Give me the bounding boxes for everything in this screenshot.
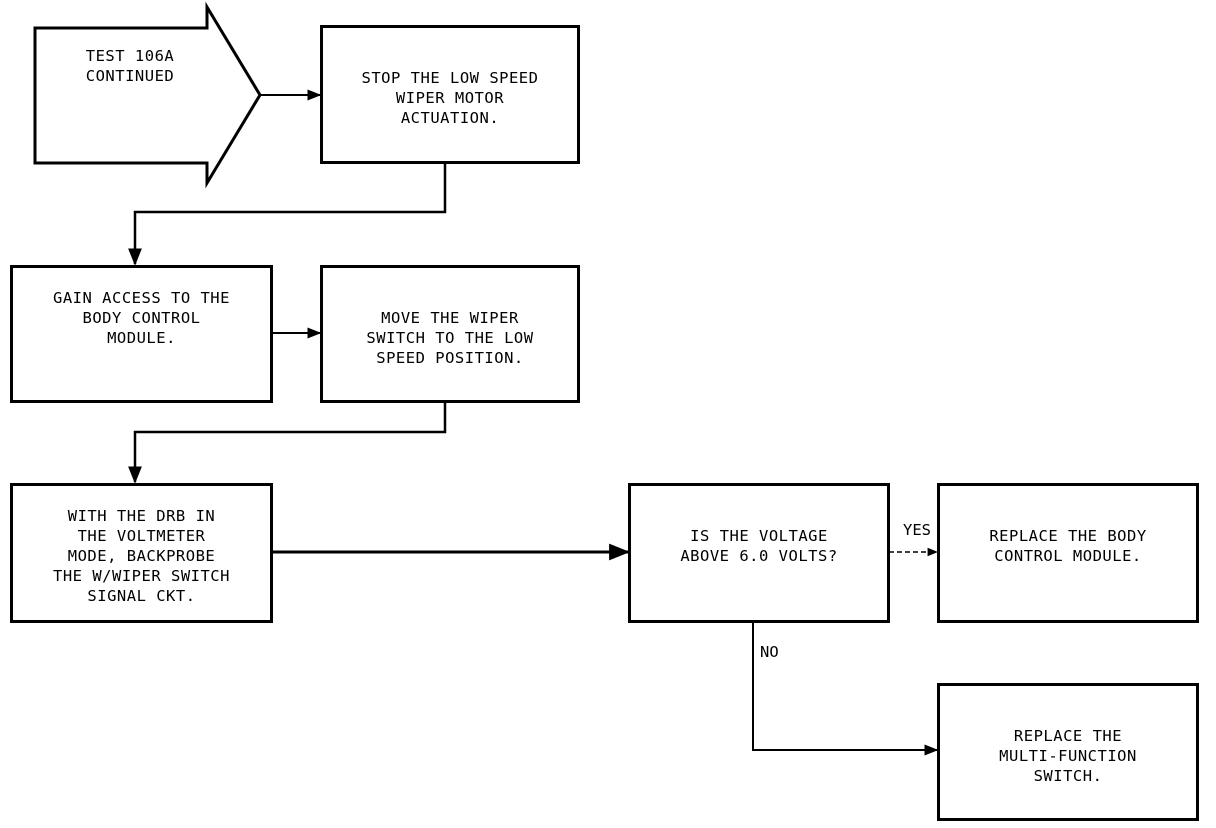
- decision-voltage: IS THE VOLTAGE ABOVE 6.0 VOLTS?: [628, 483, 890, 623]
- yes-label: YES: [903, 521, 931, 539]
- step-move-switch-text: MOVE THE WIPER SWITCH TO THE LOW SPEED P…: [366, 309, 534, 367]
- start-arrow-shape: [33, 1, 262, 189]
- start-label: TEST 106A CONTINUED: [85, 47, 175, 85]
- step-replace-bcm-text: REPLACE THE BODY CONTROL MODULE.: [989, 527, 1147, 565]
- step-gain-access: GAIN ACCESS TO THE BODY CONTROL MODULE.: [10, 265, 273, 403]
- step-move-switch: MOVE THE WIPER SWITCH TO THE LOW SPEED P…: [320, 265, 580, 403]
- step-replace-switch-text: REPLACE THE MULTI-FUNCTION SWITCH.: [999, 727, 1137, 785]
- step-replace-bcm: REPLACE THE BODY CONTROL MODULE.: [937, 483, 1199, 623]
- step-replace-switch: REPLACE THE MULTI-FUNCTION SWITCH.: [937, 683, 1199, 821]
- step-backprobe-text: WITH THE DRB IN THE VOLTMETER MODE, BACK…: [53, 507, 230, 605]
- step-gain-access-text: GAIN ACCESS TO THE BODY CONTROL MODULE.: [53, 289, 230, 347]
- step-backprobe: WITH THE DRB IN THE VOLTMETER MODE, BACK…: [10, 483, 273, 623]
- connector-no: [752, 622, 939, 756]
- step-stop-motor-text: STOP THE LOW SPEED WIPER MOTOR ACTUATION…: [361, 69, 539, 127]
- step-stop-motor: STOP THE LOW SPEED WIPER MOTOR ACTUATION…: [320, 25, 580, 164]
- no-label: NO: [760, 643, 779, 661]
- connector-stop-to-access: [128, 164, 447, 266]
- decision-voltage-text: IS THE VOLTAGE ABOVE 6.0 VOLTS?: [680, 527, 838, 565]
- connector-move-to-probe: [128, 402, 447, 484]
